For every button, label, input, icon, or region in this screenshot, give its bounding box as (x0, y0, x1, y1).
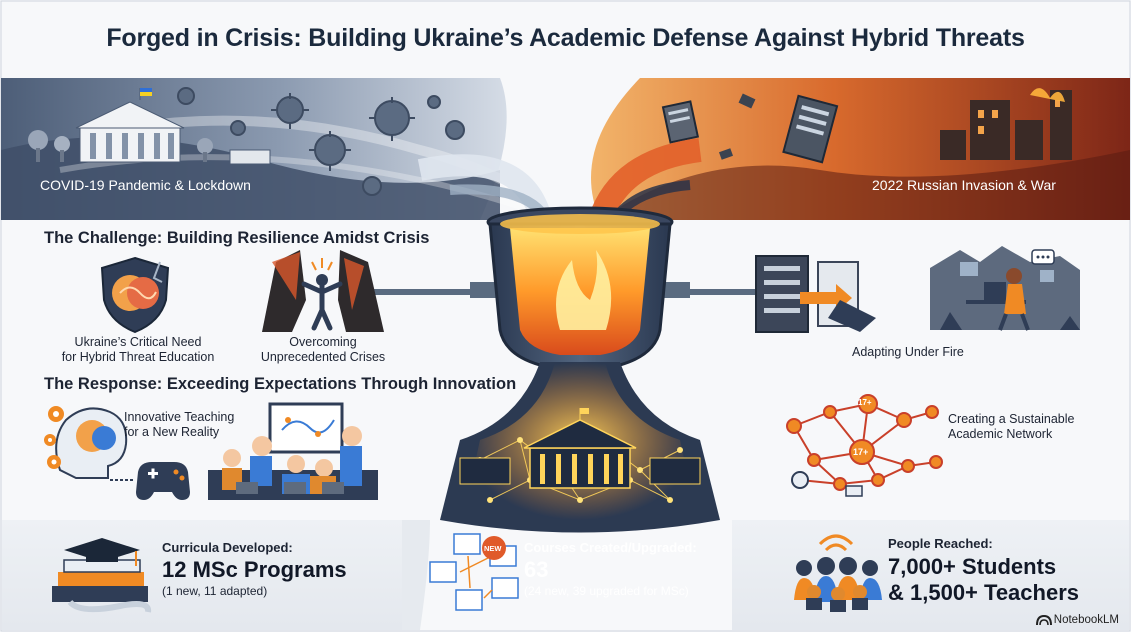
network-badge-top: 17+ (858, 398, 872, 407)
war-banner-label: 2022 Russian Invasion & War (872, 177, 1056, 193)
response-heading: The Response: Exceeding Expectations Thr… (44, 375, 517, 393)
brain-shield-icon (100, 256, 170, 334)
people-stat: People Reached: 7,000+ Students & 1,500+… (888, 536, 1079, 606)
challenge-need-caption: Ukraine’s Critical Need for Hybrid Threa… (60, 335, 216, 365)
courses-note: (24 new, 39 upgraded for MSc) (524, 584, 689, 598)
university-icon (75, 88, 185, 163)
classroom-icon (208, 402, 378, 500)
innovative-teaching-caption: Innovative Teaching for a New Reality (124, 410, 234, 440)
rock-crisis-icon (262, 250, 384, 332)
innovative-teaching-line2: for a New Reality (124, 425, 220, 439)
network-line2: Academic Network (948, 427, 1053, 441)
graduation-cap-icon (64, 538, 140, 566)
courses-value: 63 (524, 557, 549, 582)
server-transfer-icon (755, 255, 876, 333)
network-caption: Creating a Sustainable Academic Network (948, 412, 1074, 442)
network-line1: Creating a Sustainable (948, 412, 1075, 426)
covid-banner-label: COVID-19 Pandemic & Lockdown (40, 177, 251, 193)
brain-gears-icon (44, 406, 135, 481)
adapting-caption: Adapting Under Fire (852, 345, 964, 359)
curricula-stat: Curricula Developed: 12 MSc Programs (1 … (162, 540, 347, 598)
diagram-icon (429, 533, 519, 611)
network-badge-center: 17+ (853, 447, 869, 457)
books-icon (52, 538, 152, 613)
gamepad-icon (136, 462, 190, 500)
people-icon (794, 534, 882, 612)
people-value-line1: 7,000+ Students (888, 554, 1057, 579)
war-banner (591, 78, 1130, 220)
challenge-heading: The Challenge: Building Resilience Amids… (44, 229, 430, 247)
covid-banner (1, 78, 562, 223)
challenge-need-line1: Ukraine’s Critical Need (74, 335, 202, 349)
challenge-crises-caption: Overcoming Unprecedented Crises (250, 335, 396, 365)
challenge-need-line2: for Hybrid Threat Education (61, 350, 215, 364)
challenge-crises-line1: Overcoming (289, 335, 357, 349)
wifi-icon (818, 534, 854, 552)
curricula-label: Curricula Developed: (162, 540, 293, 555)
server-icon (661, 93, 839, 164)
notebooklm-icon (1036, 614, 1052, 626)
people-value-line2: & 1,500+ Teachers (888, 580, 1079, 605)
challenge-crises-line2: Unprecedented Crises (260, 350, 386, 364)
virus-icon (177, 87, 465, 196)
courses-label: Courses Created/Upgraded: (524, 540, 697, 555)
crucible (350, 206, 770, 533)
innovative-teaching-line1: Innovative Teaching (124, 410, 235, 424)
page-title: Forged in Crisis: Building Ukraine’s Aca… (106, 24, 1025, 52)
new-badge: NEW (484, 544, 502, 553)
people-label: People Reached: (888, 536, 993, 551)
flag-icon (140, 88, 152, 96)
curricula-value: 12 MSc Programs (162, 557, 347, 582)
remote-worker-icon (930, 246, 1080, 331)
network-icon (786, 394, 943, 497)
brand-label: NotebookLM (1053, 614, 1119, 626)
curricula-note: (1 new, 11 adapted) (162, 584, 268, 598)
courses-stat: Courses Created/Upgraded: 63 (24 new, 39… (524, 540, 697, 598)
